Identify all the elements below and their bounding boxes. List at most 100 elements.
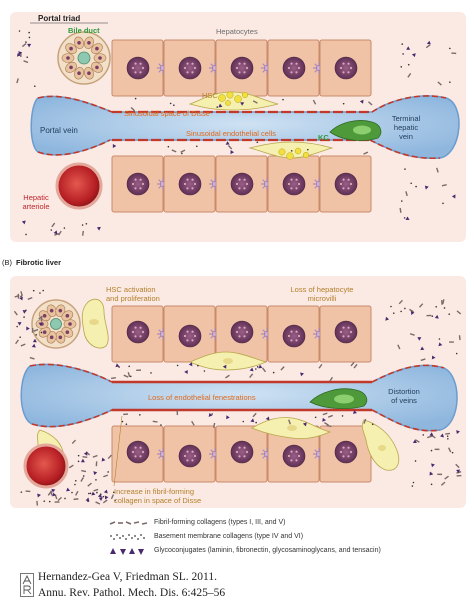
hepatocyte-nucleus — [126, 440, 150, 464]
hepatocyte-nucleus — [334, 320, 358, 344]
hepatocyte-nucleus — [126, 320, 150, 344]
basement-collagen-mark — [33, 85, 36, 87]
glycoconjugate-mark — [424, 185, 429, 190]
fibril-collagen-mark — [102, 499, 108, 504]
basement-collagen-mark — [20, 491, 23, 493]
basement-collagen-mark — [203, 370, 206, 372]
hepatocyte-nucleus — [334, 56, 358, 80]
hepatocyte-nucleus — [178, 56, 202, 80]
hepatocyte-plate-top-fibrotic — [111, 305, 372, 363]
basement-collagen-mark — [176, 364, 179, 367]
hepatocytes-label: Hepatocytes — [216, 27, 258, 36]
fibril-collagen-mark — [73, 498, 79, 501]
fibril-collagen-mark — [103, 474, 109, 478]
endothelial-cells-label: Sinusoidal endothelial cells — [186, 129, 276, 138]
glycoconjugate-mark — [250, 418, 255, 423]
legend-label: Basement membrane collagens (type IV and… — [154, 533, 304, 540]
fibril-collagen-mark — [81, 230, 85, 236]
hepatocyte-nucleus — [178, 324, 202, 348]
basement-collagen-mark — [400, 310, 402, 313]
fibril-collagen-mark — [21, 43, 27, 48]
fibril-collagen-mark — [409, 333, 415, 336]
hepatocyte-cell — [267, 155, 320, 213]
hepatocyte-nucleus — [282, 56, 306, 80]
fibril-collagen-mark — [327, 414, 333, 418]
basement-collagen-mark — [173, 104, 175, 107]
glycoconjugate-mark — [38, 322, 43, 327]
basement-collagen-mark — [403, 217, 406, 219]
basement-collagen-mark — [272, 371, 275, 374]
basement-collagen-mark — [160, 424, 162, 426]
glycoconjugate-mark — [438, 342, 443, 347]
glycoconjugate-mark — [85, 497, 90, 502]
hepatocyte-cell — [163, 155, 216, 213]
basement-collagen-mark — [282, 98, 284, 101]
basement-collagen-mark — [430, 449, 433, 452]
fibril-collagen-mark — [36, 500, 39, 506]
fibril-collagen-mark — [213, 422, 216, 428]
legend-item-glycoconjugates: Glycoconjugates (laminin, fibronectin, g… — [108, 544, 381, 557]
hepatocyte-cell — [319, 425, 372, 483]
fibril-collagen-mark — [50, 490, 53, 496]
fibril-collagen-mark — [430, 434, 436, 439]
basement-collagen-mark — [77, 460, 80, 463]
glycoconjugate-mark — [83, 451, 88, 456]
glycoconjugate-mark — [37, 493, 41, 498]
glycoconjugate-mark — [21, 220, 26, 225]
basement-collagen-mark — [401, 43, 404, 45]
fibril-collagen-mark — [81, 469, 87, 473]
citation-journal: Annu. Rev. Pathol. Mech. Dis. 6:425–56 — [38, 587, 226, 599]
basement-collagen-mark — [407, 63, 410, 66]
fibril-collagen-mark — [363, 151, 369, 155]
fibril-collagen-mark — [110, 376, 116, 380]
basement-collagen-mark — [20, 295, 22, 298]
fibril-collagen-mark — [414, 439, 420, 443]
fibril-collagen-mark — [71, 439, 77, 445]
glycoconjugate-mark — [66, 487, 71, 492]
legend-item-basement-collagens: Basement membrane collagens (type IV and… — [108, 530, 303, 543]
basement-collagen-mark — [449, 81, 451, 83]
fibril-collagen-mark — [87, 482, 92, 487]
hepatocyte-cell — [267, 305, 320, 363]
glycoconjugate-mark — [184, 369, 188, 375]
legend-label: Fibril-forming collagens (types I, III, … — [154, 519, 286, 526]
fibril-collagen-mark — [75, 490, 79, 496]
fibril-collagen-mark — [227, 145, 233, 150]
basement-collagen-mark — [442, 202, 444, 205]
fibril-collagen-mark — [420, 358, 426, 362]
glycoconjugate-mark — [300, 372, 304, 377]
basement-collagen-mark — [410, 182, 412, 185]
hepatic-arteriole-label-2: arteriole — [22, 202, 49, 211]
basement-collagen-mark — [341, 415, 344, 417]
fibril-collagen-mark — [252, 100, 258, 104]
hsc-cell-top — [188, 91, 279, 111]
glycoconjugate-mark — [104, 495, 109, 500]
hepatocyte-nucleus — [126, 56, 150, 80]
basement-collagen-mark — [431, 315, 434, 317]
basement-collagen-mark — [404, 168, 406, 170]
hepatic-arteriole — [55, 162, 103, 210]
basement-collagen-mark — [307, 148, 309, 151]
glycoconjugate-mark — [456, 469, 461, 474]
glycoconjugate-mark — [429, 471, 434, 476]
fibril-collagen-mark — [397, 344, 401, 350]
glycoconjugate-mark — [322, 417, 327, 422]
glycoconjugate-mark — [27, 43, 32, 48]
hepatocyte-nucleus — [230, 320, 254, 344]
fibril-collagen-mark — [27, 296, 33, 300]
basement-collagen-mark — [400, 200, 403, 202]
basement-collagen-mark — [400, 66, 403, 68]
basement-collagen-mark — [256, 366, 259, 368]
fibril-collagen-mark — [95, 501, 101, 505]
portal-triad-label: Portal triad — [38, 14, 80, 23]
basement-collagen-mark — [74, 479, 77, 482]
basement-collagen-mark — [63, 227, 66, 229]
hsc-label: HSC — [202, 91, 218, 100]
basement-collagen-mark — [114, 499, 116, 502]
glycoconjugate-mark — [426, 40, 431, 45]
glycoconjugate-mark — [352, 410, 357, 414]
hepatocyte-cell — [163, 305, 216, 363]
glycoconjugate-mark — [405, 216, 410, 220]
hepatocyte-plate-bottom-fibrotic — [111, 425, 372, 483]
basement-collagen-mark — [25, 41, 27, 43]
